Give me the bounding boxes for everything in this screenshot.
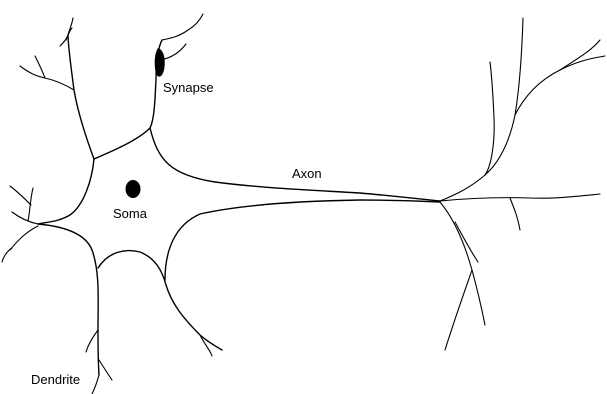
dendrite-upper-left-trunk bbox=[20, 66, 74, 90]
dendrite-bottom-branch bbox=[92, 375, 99, 394]
soma-outline-lower-right bbox=[98, 251, 222, 350]
axon-terminal-middle-branch bbox=[440, 194, 600, 201]
dendrite-left-trunk bbox=[12, 212, 38, 224]
axon-terminal-upper-branch bbox=[485, 62, 494, 175]
axon-terminal-lower-branch bbox=[445, 270, 472, 350]
axon-terminal-upper-trunk bbox=[440, 18, 523, 201]
synapse-terminal bbox=[155, 48, 165, 77]
axon-lower-edge bbox=[165, 200, 440, 280]
axon-upper-edge bbox=[150, 128, 440, 201]
dendrite-bottom-branch-3 bbox=[86, 330, 98, 352]
dendrite-upper-left-branch bbox=[35, 56, 45, 78]
dendrite-bottom-branch-2 bbox=[99, 360, 112, 380]
axon-terminal-middle-branch-2 bbox=[510, 198, 520, 230]
soma-nucleus bbox=[126, 180, 141, 198]
soma-outline-upper bbox=[68, 35, 94, 159]
dendrite-lower-right-branch bbox=[200, 335, 212, 356]
dendrite-top-branch-2 bbox=[66, 28, 72, 40]
dendrite-synapse-branch bbox=[162, 14, 203, 40]
soma-label: Soma bbox=[113, 206, 148, 221]
soma-outline-left bbox=[38, 159, 94, 224]
synapse-label: Synapse bbox=[163, 80, 214, 95]
dendrite-label: Dendrite bbox=[31, 372, 80, 387]
dendrite-left-branch-up-2 bbox=[10, 186, 31, 205]
axon-label: Axon bbox=[292, 166, 322, 181]
soma-outline-lower-left bbox=[38, 224, 99, 375]
axon-terminal-right-branch-2 bbox=[560, 40, 600, 70]
soma-outline-top bbox=[94, 40, 162, 159]
axon-terminal-lower-trunk bbox=[440, 202, 485, 325]
axon-terminal-right-branch bbox=[515, 56, 605, 115]
axon-terminal-lower-branch-2 bbox=[455, 222, 478, 262]
dendrite-left-branch-down bbox=[10, 226, 38, 250]
